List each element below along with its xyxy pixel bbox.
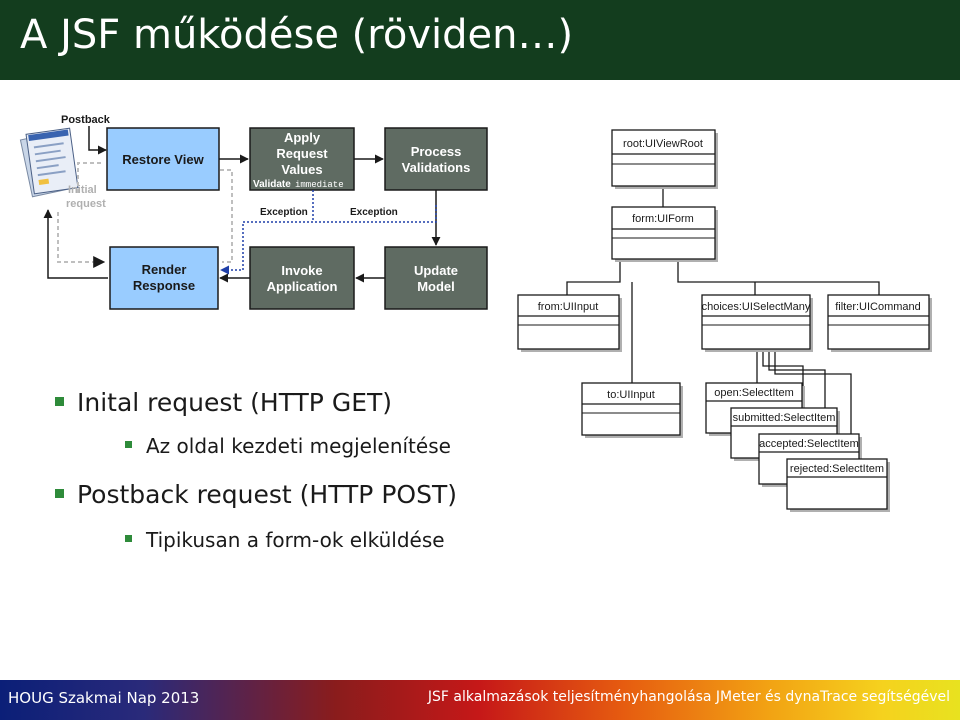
title-bar: A JSF működése (röviden…)	[0, 0, 960, 80]
update-label-1: Update	[414, 263, 458, 278]
component-tree-diagram: root:UIViewRoot form:UIForm from:UIInput…	[518, 130, 932, 512]
node-to-label: to:UIInput	[607, 389, 655, 401]
node-from-label: from:UIInput	[538, 301, 599, 313]
node-rejected-label: rejected:SelectItem	[790, 463, 884, 475]
postback-label: Postback	[61, 114, 111, 126]
slide-title: A JSF működése (röviden…)	[20, 12, 573, 58]
footer-bar: HOUG Szakmai Nap 2013 JSF alkalmazások t…	[0, 680, 960, 720]
node-root: root:UIViewRoot	[612, 130, 718, 189]
footer-event-name: HOUG Szakmai Nap 2013	[8, 689, 199, 707]
render-label-2: Response	[133, 278, 195, 293]
footer-presentation-title: JSF alkalmazások teljesítményhangolása J…	[428, 689, 950, 705]
invoke-label-2: Application	[267, 279, 338, 294]
bullet-item-4: Tipikusan a form-ok elküldése	[125, 528, 445, 552]
node-form: form:UIForm	[612, 207, 718, 262]
phase-invoke-application	[250, 247, 354, 309]
apply-label-2: Request	[276, 146, 328, 161]
update-label-2: Model	[417, 279, 455, 294]
initial-label-line1: Initial	[68, 184, 97, 196]
node-to: to:UIInput	[582, 383, 683, 438]
bullet-text-1: Inital request (HTTP GET)	[77, 388, 392, 417]
node-root-label: root:UIViewRoot	[623, 138, 703, 150]
jsf-lifecycle-diagram: Postback Initial request Restore View Ap…	[20, 114, 487, 309]
bullet-item-3: Postback request (HTTP POST)	[55, 480, 457, 509]
phase-update-model	[385, 247, 487, 309]
node-from: from:UIInput	[518, 295, 622, 352]
bullet-square-icon	[55, 397, 64, 406]
node-submitted-label: submitted:SelectItem	[733, 412, 836, 424]
invoke-label-1: Invoke	[281, 263, 322, 278]
process-label-1: Process	[411, 144, 462, 159]
bullet-item-1: Inital request (HTTP GET)	[55, 388, 392, 417]
render-label-1: Render	[142, 262, 187, 277]
bullet-text-2: Az oldal kezdeti megjelenítése	[146, 434, 451, 458]
apply-label-1: Apply	[284, 130, 321, 145]
bullet-text-4: Tipikusan a form-ok elküldése	[146, 528, 445, 552]
node-rejected: rejected:SelectItem	[787, 459, 890, 512]
process-label-2: Validations	[402, 160, 471, 175]
validate-label: Validate	[253, 179, 291, 190]
node-form-label: form:UIForm	[632, 213, 694, 225]
bullet-item-2: Az oldal kezdeti megjelenítése	[125, 434, 451, 458]
phase-process-validations	[385, 128, 487, 190]
node-choices-label: choices:UISelectMany	[702, 301, 811, 313]
restore-view-label: Restore View	[122, 152, 204, 167]
bullet-square-icon	[125, 441, 132, 448]
node-filter: filter:UICommand	[828, 295, 932, 352]
immediate-label: immediate	[295, 180, 344, 190]
exception-label-2: Exception	[350, 207, 398, 218]
node-choices: choices:UISelectMany	[702, 295, 813, 352]
node-accepted-label: accepted:SelectItem	[759, 438, 859, 450]
initial-label-line2: request	[66, 198, 106, 210]
bullet-text-3: Postback request (HTTP POST)	[77, 480, 457, 509]
exception-label-1: Exception	[260, 207, 308, 218]
bullet-square-icon	[125, 535, 132, 542]
apply-label-3: Values	[281, 162, 322, 177]
bullet-square-icon	[55, 489, 64, 498]
node-open-label: open:SelectItem	[714, 387, 794, 399]
node-filter-label: filter:UICommand	[835, 301, 921, 313]
